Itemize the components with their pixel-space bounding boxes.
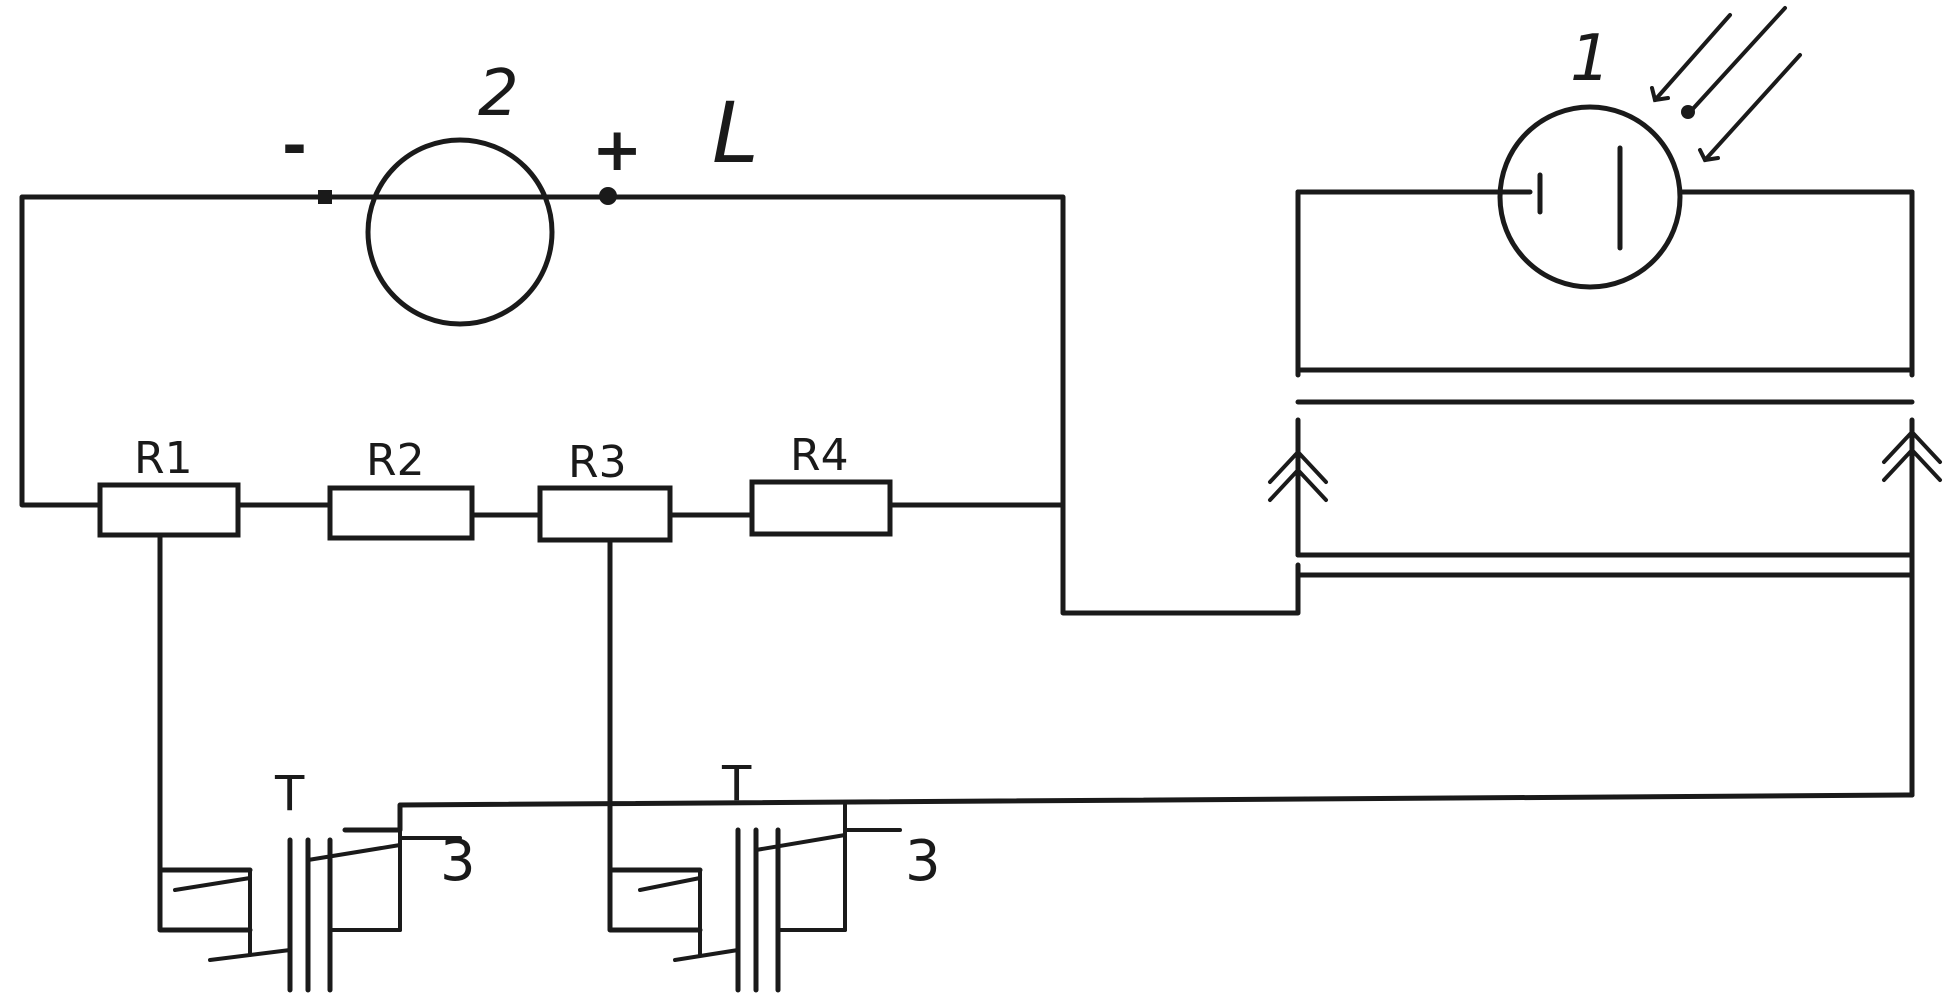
meter-2 xyxy=(318,137,617,327)
meter-number-label: 2 xyxy=(478,57,519,131)
resistor-r3 xyxy=(537,485,673,813)
right-contact-chevrons xyxy=(1882,429,1942,482)
line-label: L xyxy=(712,84,759,182)
resistor-label-r3: R3 xyxy=(568,437,627,488)
switch-left-letter: T xyxy=(274,766,305,822)
resistor-r4 xyxy=(749,479,893,537)
meter-minus-label: - xyxy=(282,111,307,181)
switch-left-number: 3 xyxy=(440,829,476,894)
switch-right xyxy=(607,803,902,993)
switch-right-number: 3 xyxy=(905,829,941,894)
meter-plus-label: + xyxy=(592,115,642,185)
switch-right-letter: T xyxy=(721,756,752,812)
right-frame xyxy=(1295,189,1915,798)
switch-left xyxy=(157,582,462,993)
resistor-label-r1: R1 xyxy=(134,433,193,484)
bottom-return-wire xyxy=(342,792,1915,833)
light-rays xyxy=(1650,6,1802,163)
meter-minus-terminal xyxy=(318,190,332,204)
photocell-number-label: 1 xyxy=(1570,22,1611,96)
resistor-r2 xyxy=(327,485,475,541)
main-loop-wires xyxy=(19,194,1301,616)
meter-plus-terminal xyxy=(599,187,617,205)
photocell-1 xyxy=(1295,104,1915,290)
resistor-r1 xyxy=(97,482,241,588)
resistor-label-r4: R4 xyxy=(790,430,849,481)
resistor-label-r2: R2 xyxy=(366,435,425,486)
left-contact-chevrons xyxy=(1268,449,1328,502)
